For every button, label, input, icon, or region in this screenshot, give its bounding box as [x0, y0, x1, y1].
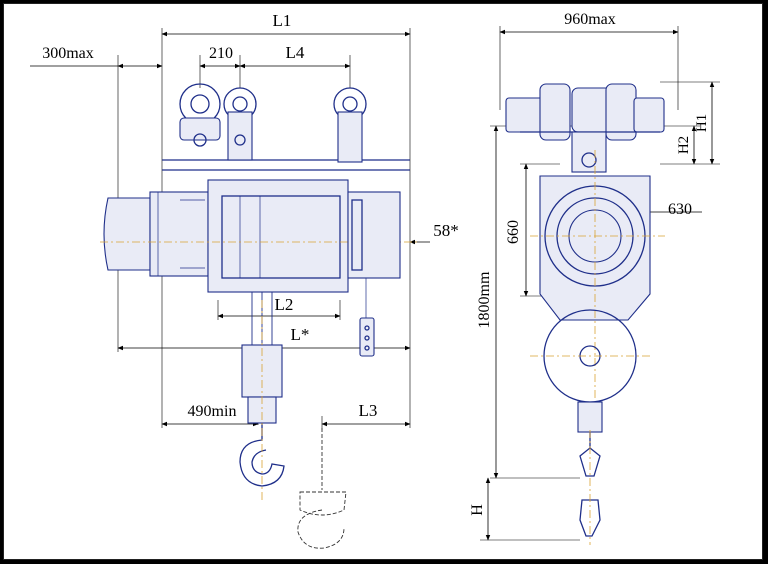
side-housing: [530, 150, 665, 420]
label-l1: L1: [273, 11, 292, 30]
label-1800mm: 1800mm: [476, 271, 493, 328]
label-l4: L4: [286, 43, 305, 62]
label-l2: L2: [275, 295, 294, 314]
side-trolley: [505, 83, 665, 173]
gearbox: [347, 191, 401, 279]
label-660: 660: [505, 220, 522, 244]
front-view: [30, 28, 430, 549]
control-pendant: [359, 278, 375, 357]
label-h: H: [469, 504, 486, 516]
rope-drum: [100, 179, 420, 293]
label-h1: H1: [694, 114, 710, 132]
label-630: 630: [668, 201, 692, 218]
label-960max: 960max: [564, 11, 616, 28]
label-h2: H2: [676, 136, 692, 154]
label-58: 58*: [433, 221, 459, 240]
side-view: [480, 26, 720, 545]
label-l3: L3: [359, 401, 378, 420]
side-sheave: [530, 309, 650, 433]
dimension-labels: L1 300max 210 L4 58* L2 L* 490min L3 960…: [42, 11, 710, 516]
front-hook-block: [239, 292, 285, 500]
label-490min: 490min: [188, 403, 237, 420]
trolley-wheel-right: [333, 87, 367, 163]
trolley-wheel-middle: [223, 87, 257, 161]
side-hook: [579, 430, 601, 545]
ghost-hook: [297, 428, 347, 549]
label-lstar: L*: [291, 325, 310, 344]
label-210: 210: [209, 45, 233, 62]
label-300max: 300max: [42, 45, 94, 62]
hoist-motor: [103, 191, 209, 277]
trolley-wheel-left: [179, 83, 221, 147]
